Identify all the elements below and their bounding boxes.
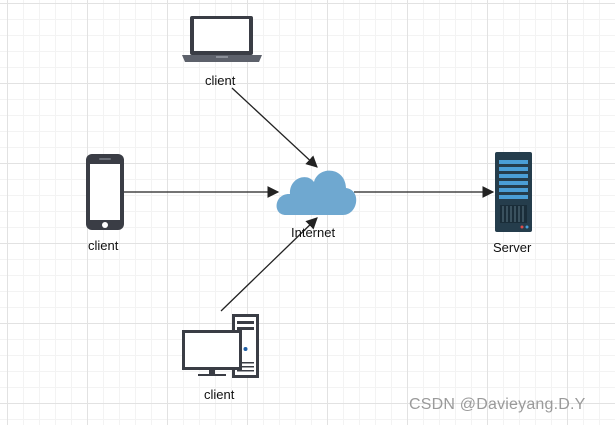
desktop-computer-icon[interactable] xyxy=(182,314,259,378)
watermark: CSDN @Davieyang.D.Y xyxy=(409,396,586,413)
edge-desktop-to-internet xyxy=(220,217,318,312)
connectors xyxy=(124,87,495,312)
phone-client-label: client xyxy=(88,238,119,253)
server-rack-icon[interactable] xyxy=(495,152,532,232)
edge-laptop-to-internet xyxy=(231,87,318,168)
internet-label: Internet xyxy=(291,225,336,240)
desktop-client-label: client xyxy=(204,387,235,402)
server-label: Server xyxy=(493,240,532,255)
laptop-client-label: client xyxy=(205,73,236,88)
cloud-icon[interactable] xyxy=(276,170,357,215)
laptop-icon[interactable] xyxy=(182,16,262,62)
smartphone-icon[interactable] xyxy=(86,154,124,230)
